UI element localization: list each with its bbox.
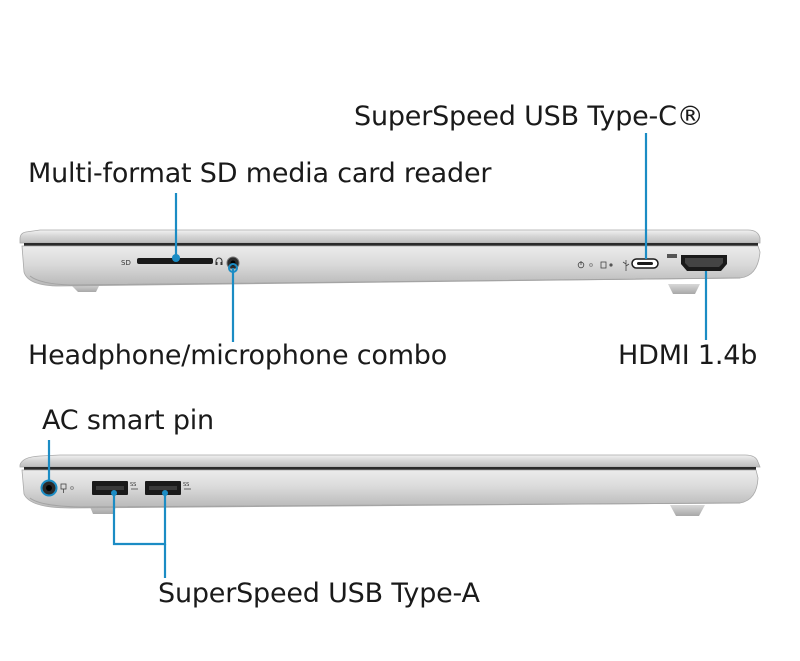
label-headphone-combo: Headphone/microphone combo	[28, 340, 448, 371]
laptop-lid-2	[19, 454, 761, 468]
laptop-side-view-left: SS SS	[19, 454, 761, 516]
leader-dot-ac	[40, 479, 58, 497]
label-usb-type-c: SuperSpeed USB Type-C®	[354, 101, 704, 132]
leader-dot-usb-a-2	[162, 490, 168, 496]
usb-ss-icon: SS	[130, 482, 138, 490]
label-sd-reader: Multi-format SD media card reader	[28, 158, 492, 189]
lid-seam-2	[24, 467, 756, 470]
power-led	[589, 263, 593, 267]
hdmi-mark	[667, 254, 677, 258]
laptop-foot-right-2	[670, 505, 705, 516]
leader-dot-sd	[172, 254, 180, 262]
usb-ss-icon-2: SS	[183, 482, 191, 490]
drive-led-icon	[600, 261, 607, 269]
svg-text:SS: SS	[130, 482, 136, 488]
laptop-foot-right	[668, 284, 700, 294]
headphone-jack-icon	[215, 257, 223, 265]
label-hdmi: HDMI 1.4b	[618, 340, 758, 371]
charge-led	[70, 486, 74, 490]
leader-dot-usb-a-1	[111, 490, 117, 496]
laptop-lid	[19, 229, 761, 244]
ac-power-icon	[60, 483, 67, 493]
leader-lines	[40, 133, 708, 578]
power-led-icon	[577, 261, 585, 269]
drive-led	[609, 263, 613, 267]
laptop-side-view-right: SD	[19, 229, 761, 294]
svg-text:SS: SS	[183, 482, 189, 488]
label-ac-smart-pin: AC smart pin	[42, 405, 214, 436]
label-usb-type-a: SuperSpeed USB Type-A	[158, 578, 480, 609]
leader-usb-a	[112, 492, 167, 546]
leader-dot-headphone	[228, 263, 238, 273]
usb-symbol-icon	[622, 260, 630, 271]
lid-seam	[24, 243, 758, 246]
sd-slot-mark: SD	[121, 259, 131, 267]
